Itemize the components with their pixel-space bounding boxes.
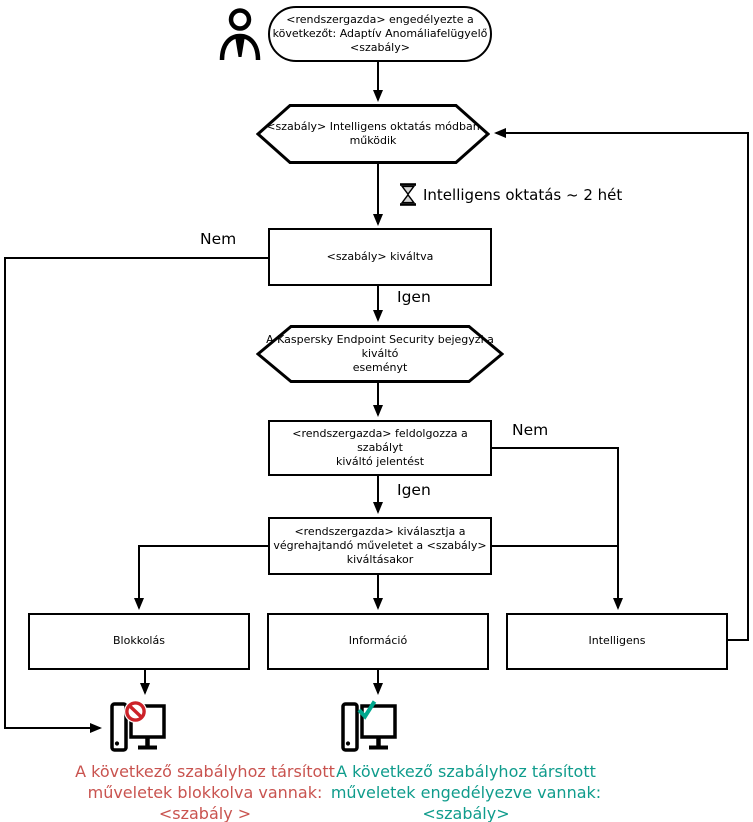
admin-user-icon [219, 8, 261, 61]
blocked-computer-icon [110, 700, 166, 752]
branch-label-no-2: Nem [512, 421, 549, 439]
node-action-smart: Intelligens [506, 613, 728, 670]
node-action-inform: Információ [267, 613, 489, 670]
node-action-block: Blokkolás [28, 613, 250, 670]
node-action-block-text: Blokkolás [113, 634, 165, 648]
node-admin-reviews: <rendszergazda> feldolgozza a szabályt k… [268, 420, 492, 476]
hexagon-outline [255, 325, 505, 383]
node-start: <rendszergazda> engedélyezte a következő… [268, 6, 492, 62]
allowed-computer-icon [341, 700, 397, 752]
node-rule-triggered: <szabály> kiváltva [268, 228, 492, 286]
node-training-mode: <szabály> Intelligens oktatás módban műk… [255, 104, 491, 164]
node-admin-reviews-text: <rendszergazda> feldolgozza a szabályt k… [292, 426, 468, 469]
node-rule-triggered-text: <szabály> kiváltva [326, 249, 434, 263]
result-blocked-text: A következő szabályhoz társított művelet… [75, 762, 335, 822]
hexagon-outline [255, 104, 491, 164]
branch-label-yes-1: Igen [397, 288, 431, 306]
node-action-smart-text: Intelligens [588, 634, 646, 648]
hourglass-icon [400, 183, 416, 206]
node-admin-selects-action-text: <rendszergazda> kiválasztja a végrehajta… [273, 524, 487, 567]
node-logs-event-text: A Kaspersky Endpoint Security bejegyzi a… [266, 332, 494, 375]
training-duration-label: Intelligens oktatás ~ 2 hét [423, 186, 623, 204]
result-allowed-text: A következő szabályhoz társított művelet… [330, 762, 602, 822]
node-admin-selects-action: <rendszergazda> kiválasztja a végrehajta… [268, 517, 492, 575]
node-action-inform-text: Információ [348, 634, 408, 648]
node-logs-event: A Kaspersky Endpoint Security bejegyzi a… [255, 325, 505, 383]
node-training-mode-text: <szabály> Intelligens oktatás módban műk… [266, 119, 480, 147]
node-start-text: <rendszergazda> engedélyezte a következő… [272, 12, 488, 55]
branch-label-yes-2: Igen [397, 481, 431, 499]
branch-label-no-1: Nem [200, 230, 237, 248]
